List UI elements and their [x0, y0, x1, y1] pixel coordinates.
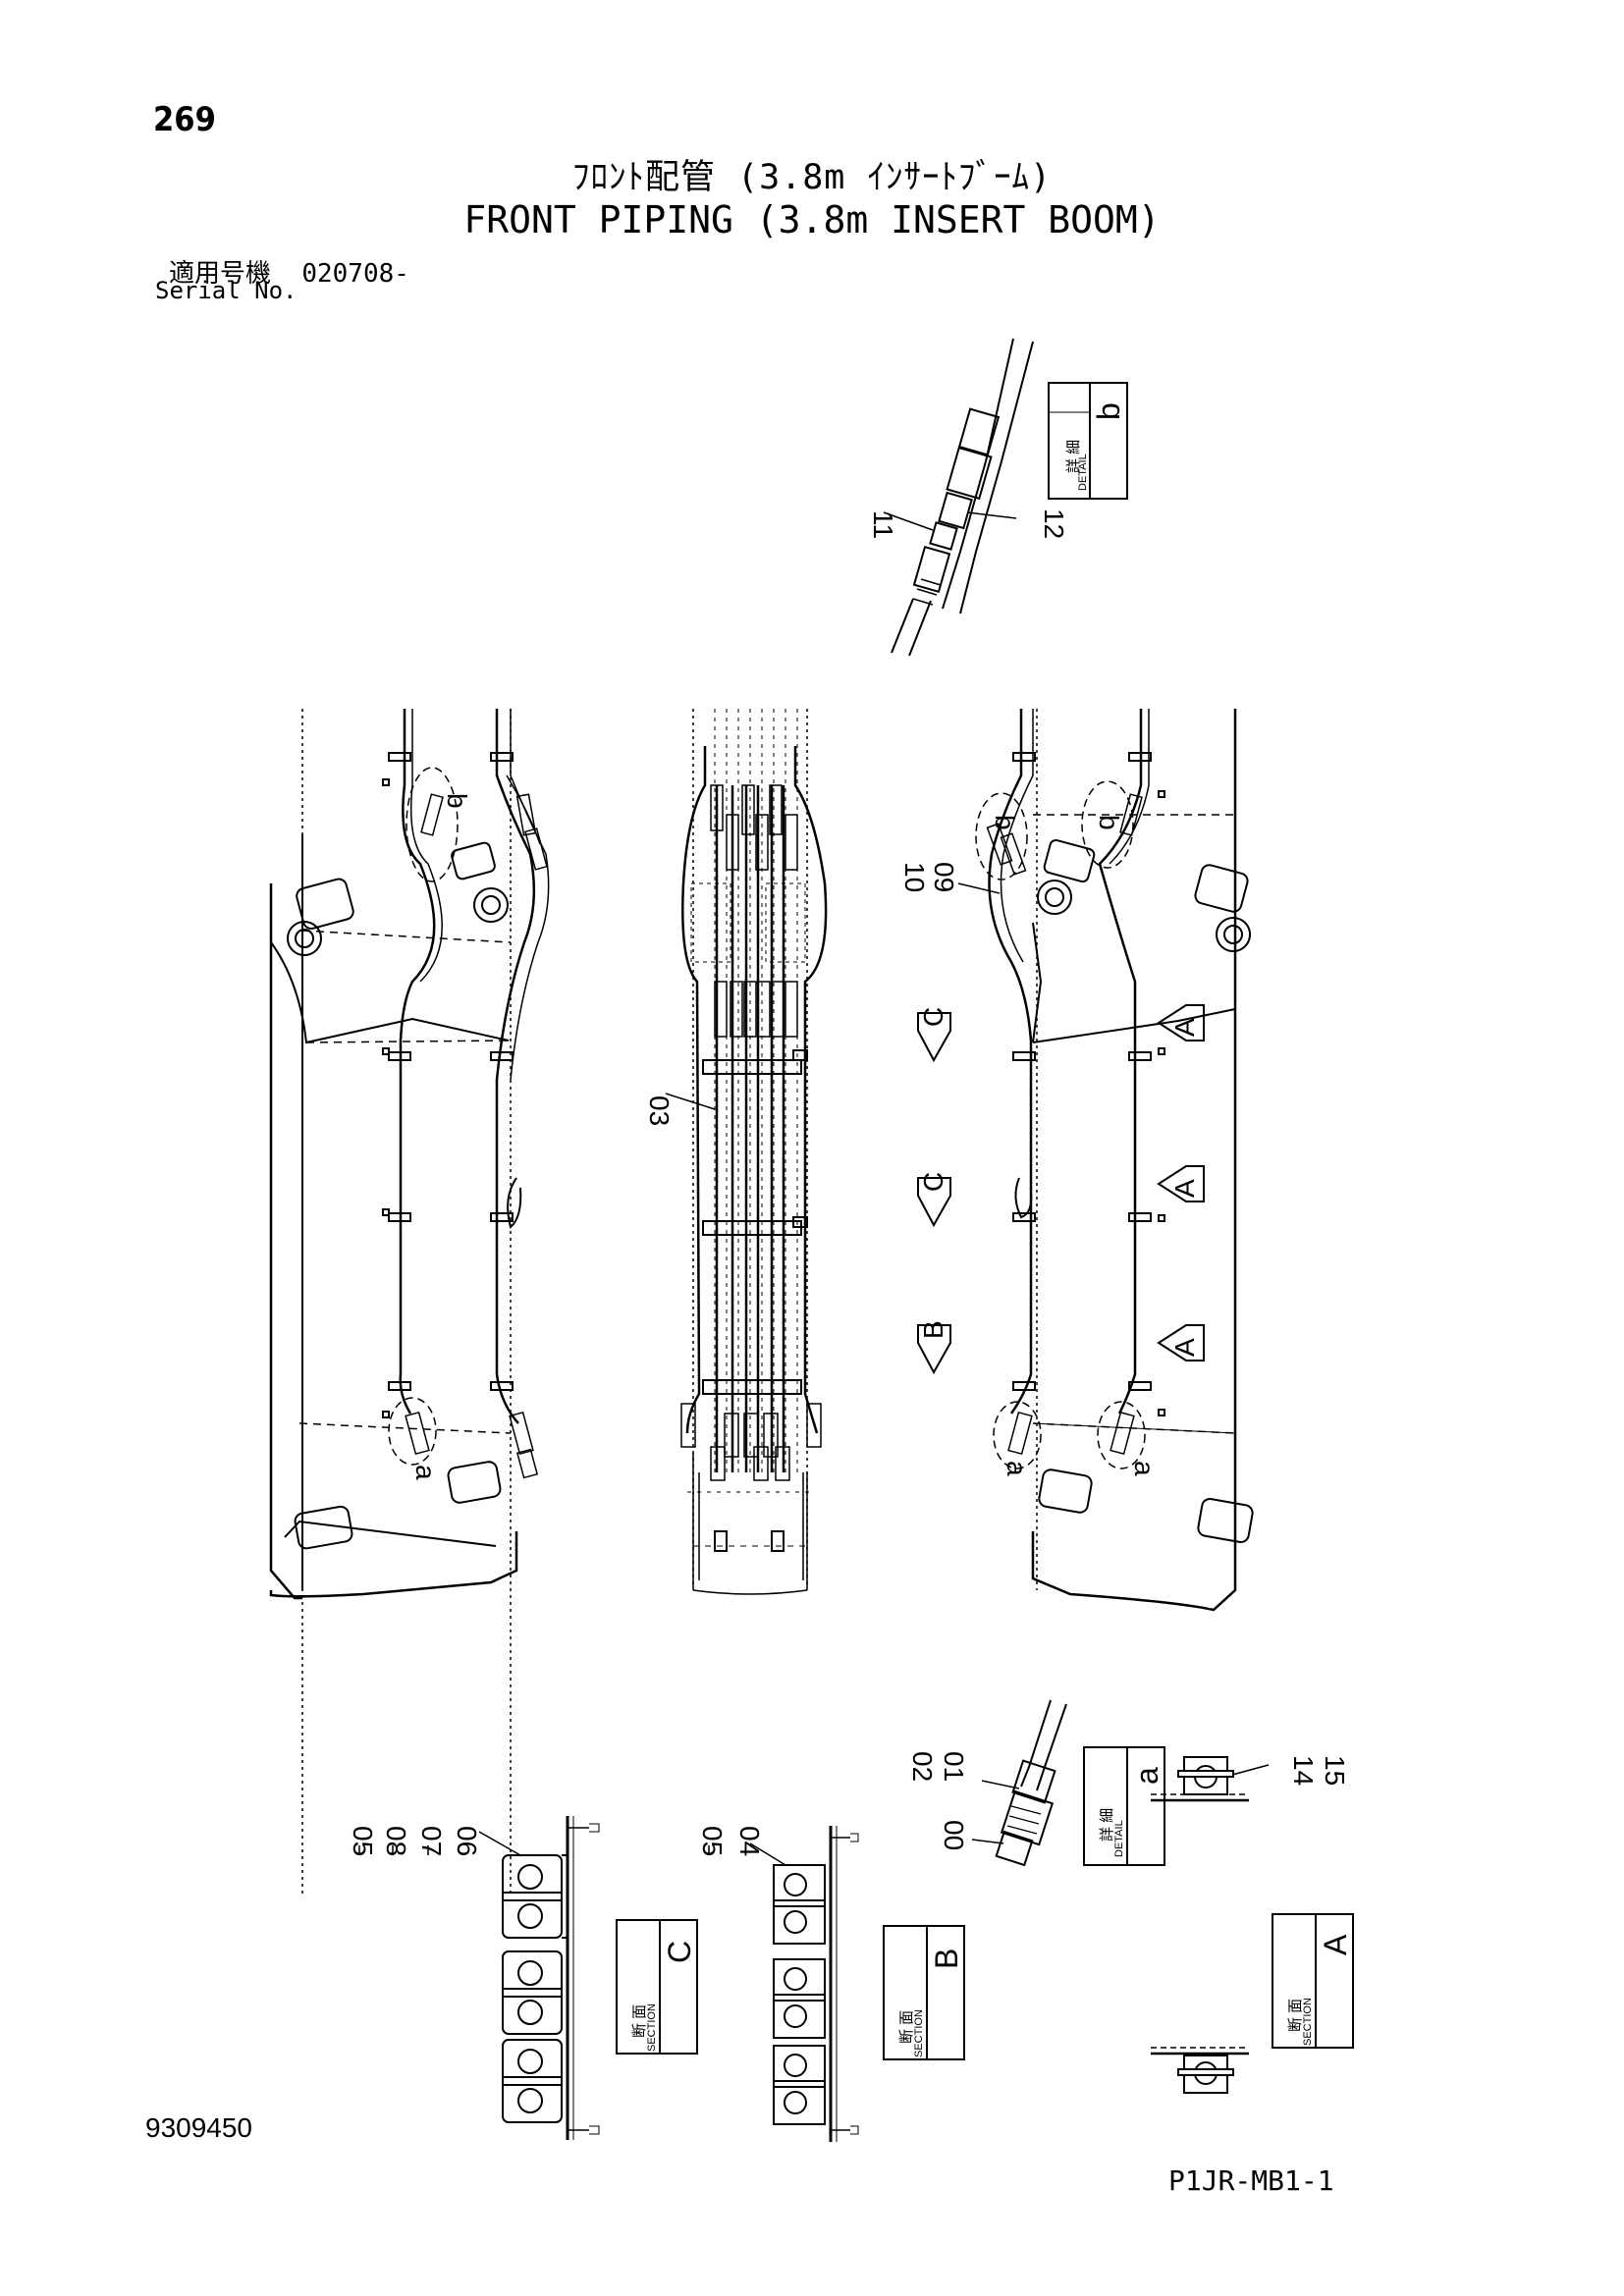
- left-callout-b: b: [442, 793, 472, 809]
- svg-text:10: 10: [899, 862, 930, 892]
- title-japanese: ﾌﾛﾝﾄ配管 (3.8m ｲﾝｻｰﾄﾌﾞｰﾑ): [571, 158, 1053, 197]
- right-callout-a-1: a: [1001, 1461, 1032, 1476]
- section-a-letter: A: [1318, 1934, 1353, 1955]
- svg-text:DETAIL: DETAIL: [1113, 1820, 1125, 1857]
- detail-a-part-labels: 02 01 00: [907, 1751, 969, 1850]
- left-boom-view: b a: [269, 709, 550, 1895]
- detail-b-drawing: 11 12: [868, 338, 1069, 657]
- detail-a-label-box: 詳 細 DETAIL a: [1083, 1746, 1165, 1866]
- detail-b-letter: b: [1091, 402, 1126, 420]
- svg-text:SECTION: SECTION: [913, 2009, 925, 2057]
- detail-b-kanji: 詳 細: [1065, 440, 1082, 473]
- part-label-12: 12: [1039, 508, 1069, 539]
- section-c-part-labels: 05 08 07 06: [348, 1826, 482, 1856]
- svg-text:09: 09: [929, 862, 959, 892]
- section-arrows-left: C C B: [917, 1007, 951, 1375]
- section-c-label-box: 断 面 SECTION C: [616, 1919, 698, 2055]
- serial-label-en: Serial No.: [155, 277, 298, 304]
- serial-value: 020708-: [301, 259, 409, 289]
- svg-text:05: 05: [697, 1826, 728, 1856]
- section-a-label-box: 断 面 SECTION A: [1272, 1913, 1354, 2049]
- svg-text:断 面: 断 面: [898, 2010, 915, 2044]
- svg-text:A: A: [1169, 1338, 1200, 1357]
- svg-text:14: 14: [1288, 1755, 1319, 1786]
- svg-text:C: C: [918, 1007, 948, 1027]
- center-pipe-view: 03: [644, 709, 828, 1595]
- serial-label-jp: 適用号機: [169, 259, 272, 289]
- svg-text:A: A: [1169, 1018, 1200, 1037]
- svg-text:07: 07: [416, 1826, 447, 1856]
- section-arrow-b: B: [917, 1320, 951, 1375]
- section-b-drawing: 05 04: [697, 1826, 859, 2142]
- part-label-11: 11: [868, 510, 898, 539]
- svg-text:15: 15: [1320, 1755, 1350, 1786]
- right-callout-b-2: b: [1094, 815, 1124, 830]
- right-callout-b-1: b: [990, 815, 1020, 830]
- part-label-03: 03: [644, 1095, 675, 1126]
- section-arrows-right: A A A: [1157, 1004, 1205, 1362]
- section-arrow-a-1: A: [1157, 1004, 1205, 1041]
- serial-label: 適用号機 020708-: [169, 253, 409, 290]
- svg-text:詳 細: 詳 細: [1099, 1808, 1115, 1842]
- svg-text:04: 04: [734, 1826, 765, 1856]
- title-english: FRONT PIPING (3.8m INSERT BOOM): [463, 198, 1161, 241]
- section-b-label-box: 断 面 SECTION B: [883, 1925, 965, 2060]
- right-callout-a-2: a: [1129, 1461, 1160, 1476]
- section-c-letter: C: [662, 1941, 697, 1963]
- drawing-code: P1JR-MB1-1: [1168, 2164, 1334, 2197]
- svg-text:08: 08: [381, 1826, 411, 1856]
- document-number: 9309450: [145, 2112, 253, 2143]
- section-b-part-labels: 05 04: [697, 1826, 765, 1856]
- section-arrow-a-3: A: [1157, 1324, 1205, 1362]
- svg-text:B: B: [918, 1320, 948, 1339]
- svg-text:05: 05: [348, 1826, 378, 1856]
- section-a-drawing: 14 15: [1151, 1755, 1350, 2094]
- svg-text:C: C: [918, 1172, 948, 1192]
- svg-text:断 面: 断 面: [1287, 1999, 1304, 2032]
- right-boom-view: b b a a 10 09: [899, 709, 1254, 1612]
- svg-text:A: A: [1169, 1179, 1200, 1198]
- detail-a-drawing: 02 01 00: [907, 1699, 1067, 1867]
- page-number: 269: [153, 100, 216, 139]
- svg-text:SECTION: SECTION: [646, 2003, 658, 2052]
- svg-text:断 面: 断 面: [631, 2004, 648, 2038]
- section-arrow-a-2: A: [1157, 1165, 1205, 1202]
- section-arrow-c-2: C: [917, 1172, 951, 1228]
- left-callout-a: a: [410, 1465, 441, 1480]
- section-b-letter: B: [929, 1949, 964, 1969]
- svg-text:01: 01: [939, 1751, 969, 1782]
- section-c-drawing: 05 08 07 06: [348, 1816, 600, 2140]
- detail-b-word: DETAIL: [1077, 454, 1089, 491]
- detail-a-letter: a: [1129, 1767, 1164, 1785]
- detail-b-label-box: 詳 細 DETAIL b: [1048, 382, 1128, 500]
- svg-text:02: 02: [907, 1751, 938, 1782]
- svg-text:06: 06: [452, 1826, 482, 1856]
- section-arrow-c-1: C: [917, 1007, 951, 1063]
- svg-text:00: 00: [939, 1820, 969, 1850]
- section-a-part-labels: 14 15: [1288, 1755, 1350, 1786]
- part-label-10-09: 10 09: [899, 862, 959, 892]
- svg-text:SECTION: SECTION: [1302, 1998, 1314, 2046]
